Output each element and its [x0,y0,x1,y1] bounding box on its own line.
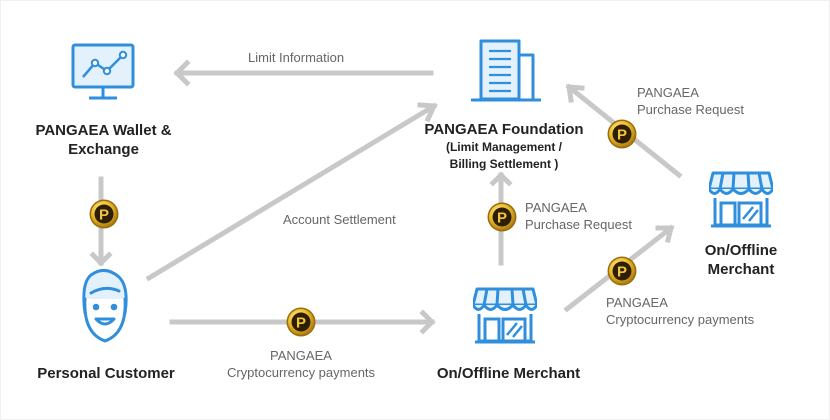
wallet-exchange-label: PANGAEA Wallet & Exchange [21,121,186,159]
purchase-request-mid-label: PANGAEA Purchase Request [525,199,632,233]
foundation-title: PANGAEA Foundation [424,121,584,138]
store-icon-center [473,287,537,344]
purchase-top-line2: Purchase Request [637,102,744,117]
crypto-bottom-line2: Cryptocurrency payments [226,365,376,380]
merchant-right-line2: Merchant [707,261,775,278]
coin-icon-wallet-customer [89,199,119,229]
merchant-right-label: On/Offline Merchant [681,241,801,279]
wallet-label-line2: Exchange [68,141,139,158]
crypto-payments-bottom-label: PANGAEA Cryptocurrency payments [216,347,386,381]
crypto-right-line2: Cryptocurrency payments [606,312,755,327]
foundation-sub-line1: (Limit Management / [445,140,562,154]
foundation-label: PANGAEA Foundation (Limit Management / B… [419,120,589,173]
foundation-sub-line2: Billing Settlement ) [449,157,559,171]
limit-information-label: Limit Information [248,50,345,65]
wallet-label-line1: PANGAEA Wallet & [35,122,172,139]
coin-icon-customer-merchant [286,307,316,337]
crypto-payments-right-label: PANGAEA Cryptocurrency payments [606,294,754,328]
merchant-right-line1: On/Offline [704,242,778,259]
purchase-mid-line2: Purchase Request [525,217,632,232]
account-settlement-label: Account Settlement [283,212,396,227]
building-icon [471,39,541,102]
store-icon-right [709,171,773,228]
crypto-right-line1: PANGAEA [606,295,668,310]
personal-customer-label: Personal Customer [37,365,175,382]
coin-icon-merchant-foundation [487,202,517,232]
crypto-bottom-line1: PANGAEA [270,348,332,363]
coin-icon-right-foundation [607,119,637,149]
purchase-mid-line1: PANGAEA [525,200,587,215]
purchase-top-line1: PANGAEA [637,85,699,100]
merchant-center-label: On/Offline Merchant [436,365,581,382]
arrow-account-settlement [145,102,438,282]
monitor-chart-icon [71,43,135,100]
customer-face-icon [82,269,128,343]
arrow-limit-information [173,59,434,87]
purchase-request-top-label: PANGAEA Purchase Request [637,84,744,118]
coin-icon-merchant-right [607,256,637,286]
